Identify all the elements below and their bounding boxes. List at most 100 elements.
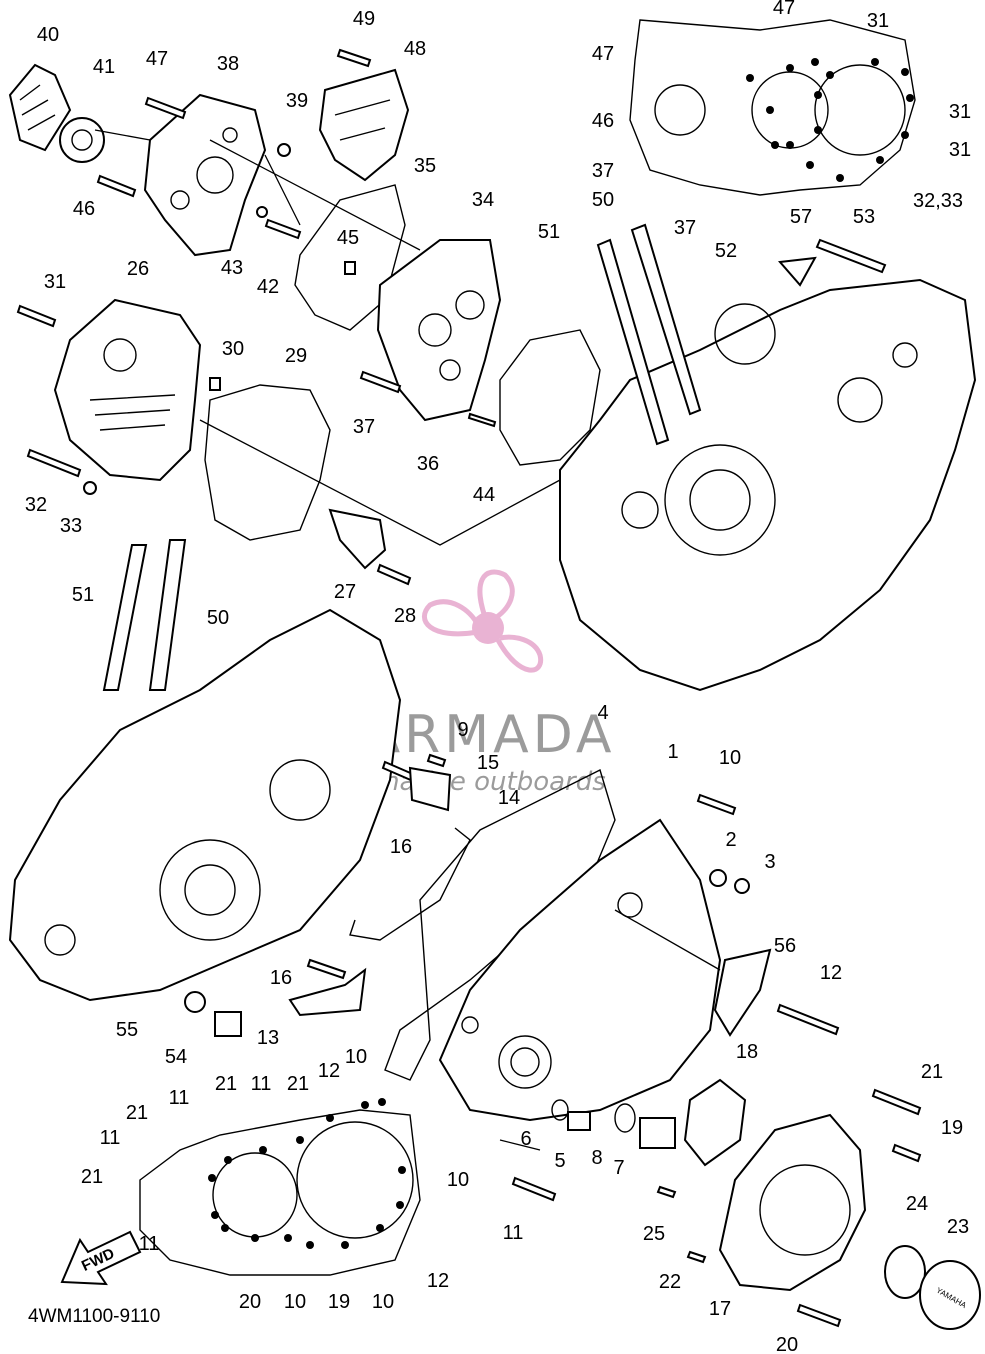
- bolt-dot: [378, 1098, 386, 1106]
- part-16-bolt-b: [306, 958, 347, 980]
- part-46-bolt: [96, 174, 137, 198]
- callout-41: 41: [93, 56, 115, 78]
- bolt-dot: [221, 1224, 229, 1232]
- bolt-dot: [376, 1224, 384, 1232]
- bolt-pattern-inset: [139, 1109, 421, 1276]
- callout-45: 45: [337, 227, 359, 249]
- part-30-dowel: [209, 377, 221, 391]
- part-22-pin: [686, 1250, 707, 1264]
- part-19-bolt: [891, 1143, 922, 1163]
- callout-6: 6: [520, 1128, 531, 1150]
- part-27-plate: [328, 508, 387, 570]
- callout-31d: 31: [44, 271, 66, 293]
- part-54-plug: [214, 1011, 242, 1037]
- callout-7: 7: [613, 1157, 624, 1179]
- callout-11b: 11: [169, 1087, 190, 1109]
- callout-43: 43: [221, 257, 243, 279]
- part-33-washer: [83, 481, 97, 495]
- callout-10b: 10: [345, 1046, 367, 1068]
- fwd-arrow: FWD: [60, 1230, 142, 1286]
- part-48-cover: [318, 68, 410, 182]
- part-14-guide: [349, 827, 471, 941]
- callout-47: 47: [146, 48, 168, 70]
- crankcase-lower-body: [8, 608, 402, 1002]
- callout-31c: 31: [949, 139, 971, 161]
- callout-54: 54: [165, 1046, 187, 1068]
- bolt-dot: [901, 131, 909, 139]
- part-49-bolt: [336, 48, 372, 68]
- callout-23: 23: [947, 1216, 969, 1238]
- callout-3: 3: [764, 851, 775, 873]
- crankcase-upper-body: [559, 278, 977, 692]
- part-39-washer: [277, 143, 291, 157]
- bolt-dot: [771, 141, 779, 149]
- part-55-washer: [184, 991, 206, 1013]
- bolt-dot: [806, 161, 814, 169]
- watermark-brand: ARMADA: [365, 705, 616, 765]
- callout-11c: 11: [100, 1127, 121, 1149]
- callout-51b: 51: [72, 584, 94, 606]
- callout-47b: 47: [773, 0, 795, 19]
- callout-42: 42: [257, 276, 279, 298]
- bolt-dot: [814, 91, 822, 99]
- callout-12: 12: [820, 962, 842, 984]
- callout-12c: 12: [427, 1270, 449, 1292]
- bolt-dot: [224, 1156, 232, 1164]
- callout-34: 34: [472, 189, 494, 211]
- callout-28: 28: [394, 605, 416, 627]
- part-23-cap: YAMAHA: [919, 1260, 981, 1330]
- part-52-oring: [714, 303, 776, 365]
- callout-1: 1: [667, 741, 678, 763]
- callout-53: 53: [853, 206, 875, 228]
- callout-14: 14: [498, 787, 520, 809]
- callout-44: 44: [473, 484, 495, 506]
- callout-50b: 50: [207, 607, 229, 629]
- part-2-collar: [709, 869, 727, 887]
- callout-4: 4: [597, 702, 608, 724]
- part-44-gasket: [499, 329, 601, 466]
- callout-37b: 37: [674, 217, 696, 239]
- callout-46b: 46: [592, 110, 614, 132]
- part-12-bolt: [776, 1003, 840, 1036]
- callout-15: 15: [477, 752, 499, 774]
- bolt-dot: [361, 1101, 369, 1109]
- main-crankcase-upper: [499, 223, 977, 692]
- part-13-plate: [288, 967, 367, 1017]
- part-47-bolt: [144, 96, 187, 120]
- callout-8: 8: [591, 1147, 602, 1169]
- callout-18: 18: [736, 1041, 758, 1063]
- callout-2: 2: [725, 829, 736, 851]
- left-cover-assembly: [16, 298, 561, 586]
- part-9-dowel: [426, 753, 447, 768]
- crankcase-cover-assembly: [384, 769, 840, 1202]
- callout-36: 36: [417, 453, 439, 475]
- part-51-stud-lower: [102, 544, 148, 691]
- callout-57: 57: [790, 206, 812, 228]
- callout-25: 25: [643, 1223, 665, 1245]
- callout-31b: 31: [949, 101, 971, 123]
- part-10-bolt: [696, 793, 737, 816]
- bolt-dot: [326, 1114, 334, 1122]
- callout-10e: 10: [372, 1291, 394, 1313]
- callout-40: 40: [37, 24, 59, 46]
- bolt-dot: [396, 1201, 404, 1209]
- part-29-gasket: [204, 384, 331, 541]
- part-50-stud-lower: [148, 539, 187, 691]
- callout-13: 13: [257, 1027, 279, 1049]
- propeller-logo: [422, 569, 544, 673]
- callout-10d: 10: [284, 1291, 306, 1313]
- bolt-dot: [296, 1136, 304, 1144]
- part-38-cover: [143, 93, 267, 257]
- callout-38: 38: [217, 53, 239, 75]
- part-15-plate: [408, 766, 452, 812]
- callout-32-33: 32,33: [913, 190, 963, 212]
- bolt-dot: [836, 174, 844, 182]
- part-18-plate: [683, 1078, 747, 1167]
- bolt-dot: [814, 126, 822, 134]
- bolt-dot: [208, 1174, 216, 1182]
- callout-37c: 37: [353, 416, 375, 438]
- part-41-gear: [59, 117, 105, 163]
- callout-27: 27: [334, 581, 356, 603]
- part-5-plug: [567, 1111, 591, 1131]
- callout-10c: 10: [447, 1169, 469, 1191]
